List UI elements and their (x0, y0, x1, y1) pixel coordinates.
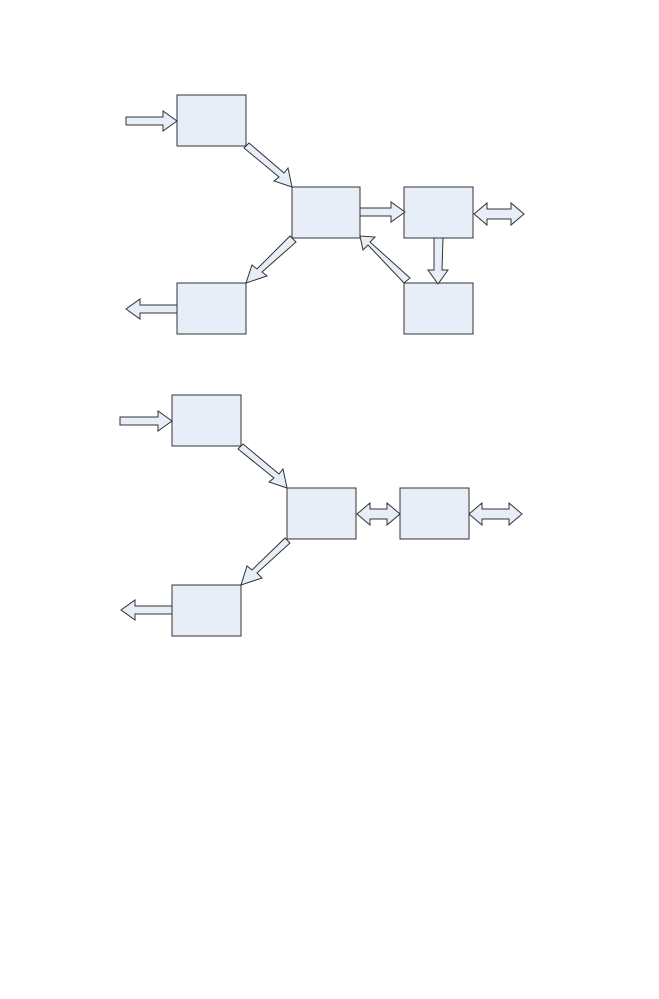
top-arrow-in (125, 110, 178, 132)
top-input-block (176, 94, 247, 147)
top-arrow-input-to-center (243, 142, 293, 188)
top-feedback-block (403, 282, 474, 335)
bottom-center-block (286, 487, 357, 540)
diagram-top (125, 94, 525, 335)
top-arrow-center-to-output (245, 235, 297, 284)
bottom-arrow-in (119, 410, 173, 432)
top-arrow-center-to-right (359, 201, 406, 223)
bottom-arrow-center-right-double (356, 501, 401, 527)
top-center-block (291, 186, 361, 239)
top-output-block (176, 282, 247, 335)
bottom-arrow-right-double (468, 501, 523, 527)
bottom-output-block (171, 584, 242, 637)
bottom-right-block (399, 487, 470, 540)
top-arrow-right-to-feedback (427, 237, 449, 285)
top-arrow-right-double (473, 201, 525, 227)
top-arrow-feedback-to-center (359, 235, 411, 284)
bottom-arrow-center-to-output (240, 537, 291, 586)
bottom-arrow-out (120, 599, 173, 621)
top-right-block (403, 186, 474, 239)
top-arrow-out (125, 298, 178, 320)
bottom-input-block (171, 394, 242, 447)
diagram-bottom (119, 394, 523, 637)
bottom-arrow-input-to-center (237, 443, 288, 489)
